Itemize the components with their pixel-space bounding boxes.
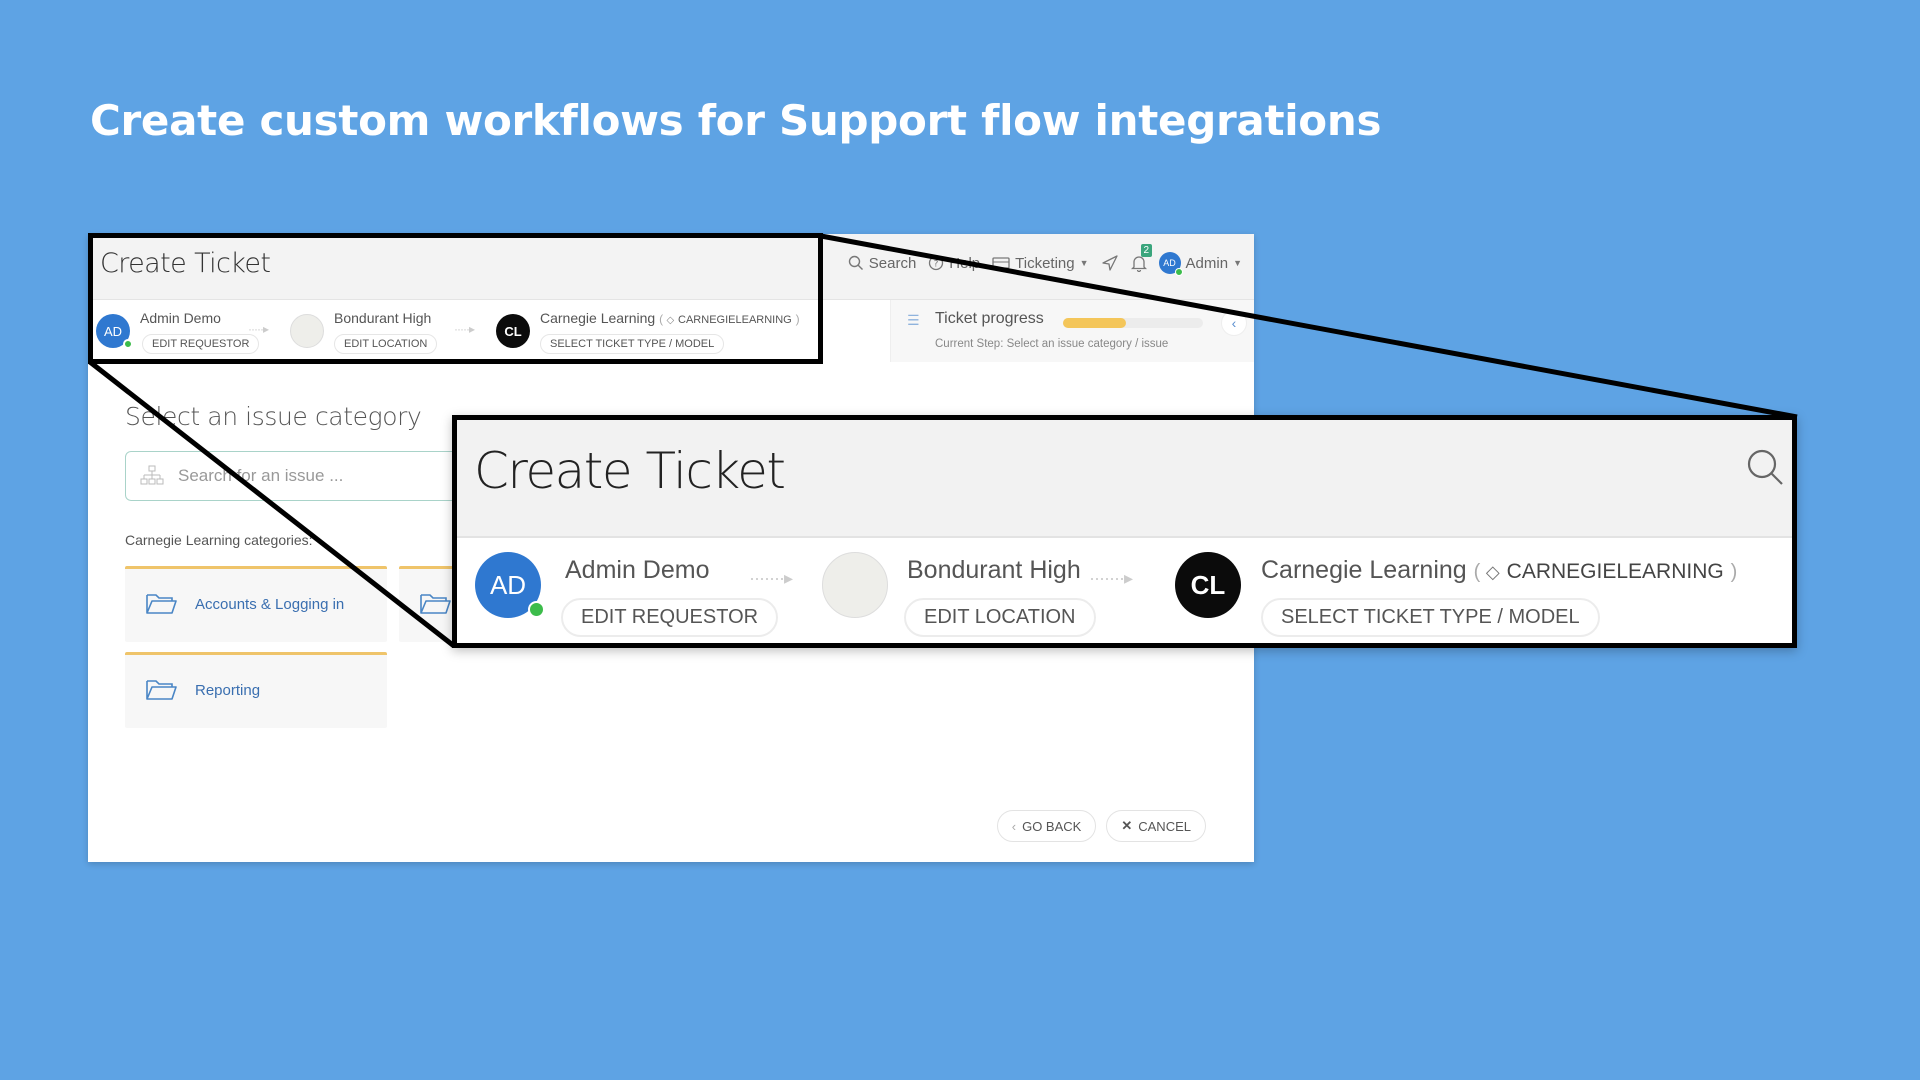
hierarchy-icon: [140, 465, 164, 492]
cancel-button[interactable]: ✕ CANCEL: [1106, 810, 1206, 842]
nav-user-menu[interactable]: AD Admin ▼: [1158, 252, 1242, 276]
requestor-initials: AD: [103, 323, 123, 339]
location-map-thumbnail: [290, 314, 324, 348]
organization-tag: CARNEGIELEARNING: [1506, 560, 1724, 583]
callout-breadcrumb: AD Admin Demo EDIT REQUESTOR ·······▸ Bo…: [457, 540, 1792, 643]
location-name: Bondurant High: [907, 556, 1081, 584]
nav-search[interactable]: Search: [848, 254, 917, 272]
organization-name: Carnegie Learning: [1261, 556, 1467, 584]
svg-text:?: ?: [934, 260, 939, 270]
cancel-label: CANCEL: [1138, 818, 1191, 834]
tag-icon: ◇: [1485, 562, 1500, 582]
organization-logo-text: CL: [1190, 569, 1226, 600]
online-indicator: [123, 339, 133, 349]
organization-name-row: Carnegie Learning ( ◇ CARNEGIELEARNING ): [1261, 556, 1738, 584]
arrow-right-icon: ·····▸: [248, 322, 269, 336]
progress-title: Ticket progress: [935, 310, 1044, 327]
location-name: Bondurant High: [334, 310, 432, 326]
folder-icon: [419, 591, 451, 621]
online-indicator: [1174, 268, 1183, 276]
organization-logo: CL: [1175, 552, 1241, 618]
go-back-button[interactable]: ‹ GO BACK: [996, 810, 1097, 842]
section-title: Select an issue category: [125, 402, 422, 431]
organization-logo: CL: [496, 314, 530, 348]
app-header: Create Ticket Search ? Help Ticketing ▼ …: [88, 234, 1254, 300]
chevron-left-icon: ‹: [1011, 818, 1017, 834]
arrow-right-icon: ·······▸: [1089, 568, 1133, 588]
user-label: Admin: [1185, 254, 1229, 272]
search-icon: [848, 255, 863, 270]
folder-icon: [145, 591, 177, 621]
category-tile-accounts[interactable]: Accounts & Logging in: [125, 566, 387, 642]
edit-requestor-button[interactable]: EDIT REQUESTOR: [142, 334, 260, 354]
slide-headline: Create custom workflows for Support flow…: [90, 96, 1382, 145]
top-nav: Search ? Help Ticketing ▼ 2 AD: [848, 244, 1242, 276]
footer-actions: ‹ GO BACK ✕ CANCEL: [996, 810, 1206, 842]
progress-bar: [1063, 318, 1203, 328]
edit-location-button[interactable]: EDIT LOCATION: [334, 334, 438, 354]
user-avatar: AD: [1158, 252, 1183, 276]
ticket-breadcrumb: AD Admin Demo EDIT REQUESTOR ·····▸ Bond…: [88, 300, 888, 362]
organization-logo-text: CL: [504, 323, 522, 339]
organization-tag: CARNEGIELEARNING: [678, 314, 792, 326]
nav-help[interactable]: ? Help: [928, 255, 980, 272]
zoom-callout: Create Ticket AD Admin Demo EDIT REQUEST…: [452, 415, 1797, 648]
requestor-initials: AD: [489, 569, 527, 600]
edit-requestor-button[interactable]: EDIT REQUESTOR: [561, 598, 779, 637]
collapse-progress-button[interactable]: ‹: [1221, 310, 1247, 336]
issue-search-field[interactable]: [125, 451, 485, 501]
search-icon[interactable]: [1746, 448, 1786, 493]
nav-ticketing[interactable]: Ticketing ▼: [992, 254, 1089, 272]
list-icon: ☰: [907, 312, 920, 328]
requestor-avatar: AD: [96, 314, 133, 349]
nav-send[interactable]: [1101, 254, 1119, 272]
requestor-name: Admin Demo: [565, 556, 710, 584]
edit-location-button[interactable]: EDIT LOCATION: [904, 598, 1096, 637]
location-map-thumbnail: [822, 552, 888, 618]
page-title: Create Ticket: [100, 248, 271, 279]
callout-title: Create Ticket: [474, 442, 786, 500]
chevron-left-icon: ‹: [1231, 315, 1237, 331]
issue-search-input[interactable]: [178, 463, 468, 489]
current-step-text: Current Step: Select an issue category /…: [935, 338, 1169, 350]
select-ticket-type-button[interactable]: SELECT TICKET TYPE / MODEL: [540, 334, 725, 354]
chevron-down-icon: ▼: [1079, 258, 1089, 268]
category-tile-reporting[interactable]: Reporting: [125, 652, 387, 728]
ticketing-label: Ticketing: [1015, 254, 1075, 272]
chevron-down-icon: ▼: [1233, 258, 1242, 268]
ticket-progress-panel: ☰ Ticket progress Current Step: Select a…: [890, 300, 1254, 362]
category-label: Reporting: [195, 682, 261, 699]
organization-name-row: Carnegie Learning ( ◇ CARNEGIELEARNING ): [540, 310, 800, 326]
online-indicator: [528, 601, 545, 618]
search-label: Search: [868, 254, 917, 272]
user-initials: AD: [1163, 258, 1176, 268]
go-back-label: GO BACK: [1022, 818, 1082, 834]
progress-fill: [1063, 318, 1126, 328]
category-label: Accounts & Logging in: [195, 596, 345, 613]
close-icon: ✕: [1121, 818, 1133, 833]
notification-badge: 2: [1140, 244, 1153, 257]
select-ticket-type-button[interactable]: SELECT TICKET TYPE / MODEL: [1261, 598, 1600, 637]
folder-icon: [145, 677, 177, 707]
callout-header: Create Ticket: [457, 420, 1792, 538]
ticket-icon: [992, 257, 1010, 269]
help-icon: ?: [929, 255, 944, 271]
nav-notifications[interactable]: 2: [1130, 244, 1153, 272]
arrow-right-icon: ·····▸: [454, 322, 475, 336]
paper-plane-icon: [1101, 255, 1118, 271]
requestor-name: Admin Demo: [140, 310, 221, 326]
organization-name: Carnegie Learning: [540, 310, 656, 326]
categories-label: Carnegie Learning categories:: [125, 532, 313, 548]
requestor-avatar: AD: [475, 552, 545, 618]
help-label: Help: [949, 254, 981, 272]
tag-icon: ◇: [666, 315, 675, 326]
arrow-right-icon: ·······▸: [749, 568, 793, 588]
